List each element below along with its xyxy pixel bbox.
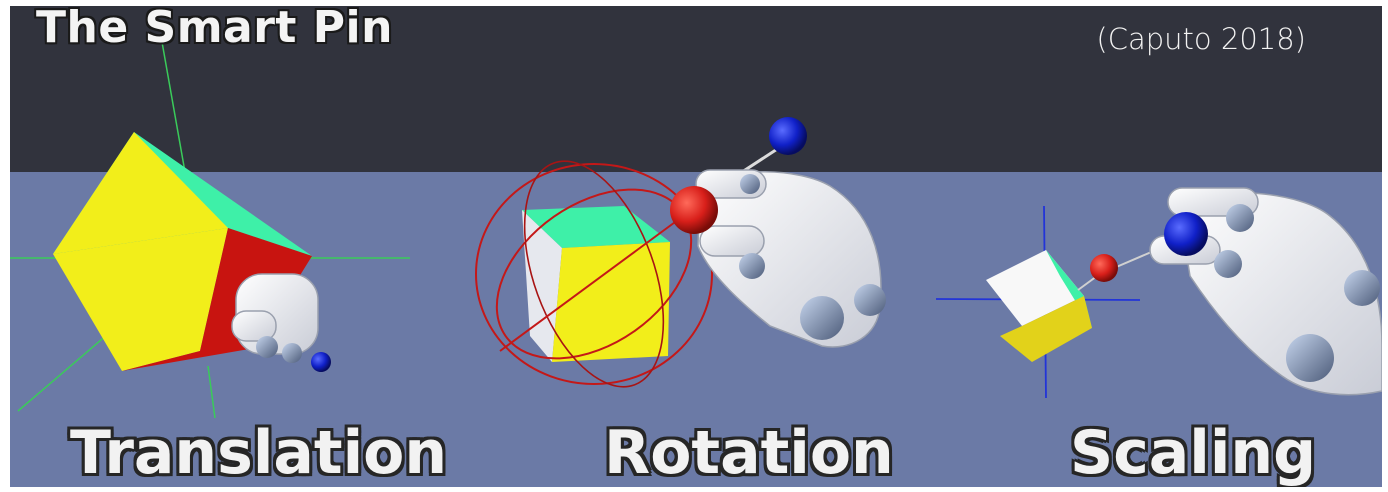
cube-left-face	[53, 228, 228, 371]
cube-front-face	[552, 242, 670, 362]
blue-pin-ball	[1164, 212, 1208, 256]
citation: (Caputo 2018)	[1096, 22, 1306, 56]
blue-pin-ball	[769, 117, 807, 155]
scaling-demo	[935, 187, 1382, 399]
red-pin-ball	[670, 186, 718, 234]
scene: The Smart Pin (Caputo 2018) Translation …	[10, 6, 1382, 487]
sky-background	[10, 6, 1382, 172]
page-title: The Smart Pin	[36, 6, 393, 53]
scene-illustration	[10, 41, 1382, 419]
cube-side-face	[522, 210, 562, 362]
red-pin-ball	[1090, 254, 1118, 282]
pin-line	[499, 213, 687, 352]
rotation-ring	[475, 163, 713, 385]
rotation-label: Rotation	[604, 418, 894, 487]
translation-label: Translation	[70, 418, 448, 487]
translation-demo	[10, 41, 410, 419]
cube-right-face	[122, 228, 312, 371]
axis-line	[207, 365, 216, 419]
rotation-ring	[523, 160, 665, 388]
rotation-hand	[695, 169, 886, 348]
translation-hand	[231, 273, 319, 363]
blue-pin-ball	[311, 352, 331, 372]
cube-front-face	[53, 132, 228, 254]
cube-front-face	[1000, 296, 1092, 362]
y-axis-line	[161, 41, 186, 173]
rotation-demo	[475, 117, 886, 388]
scaling-label: Scaling	[1070, 418, 1317, 487]
